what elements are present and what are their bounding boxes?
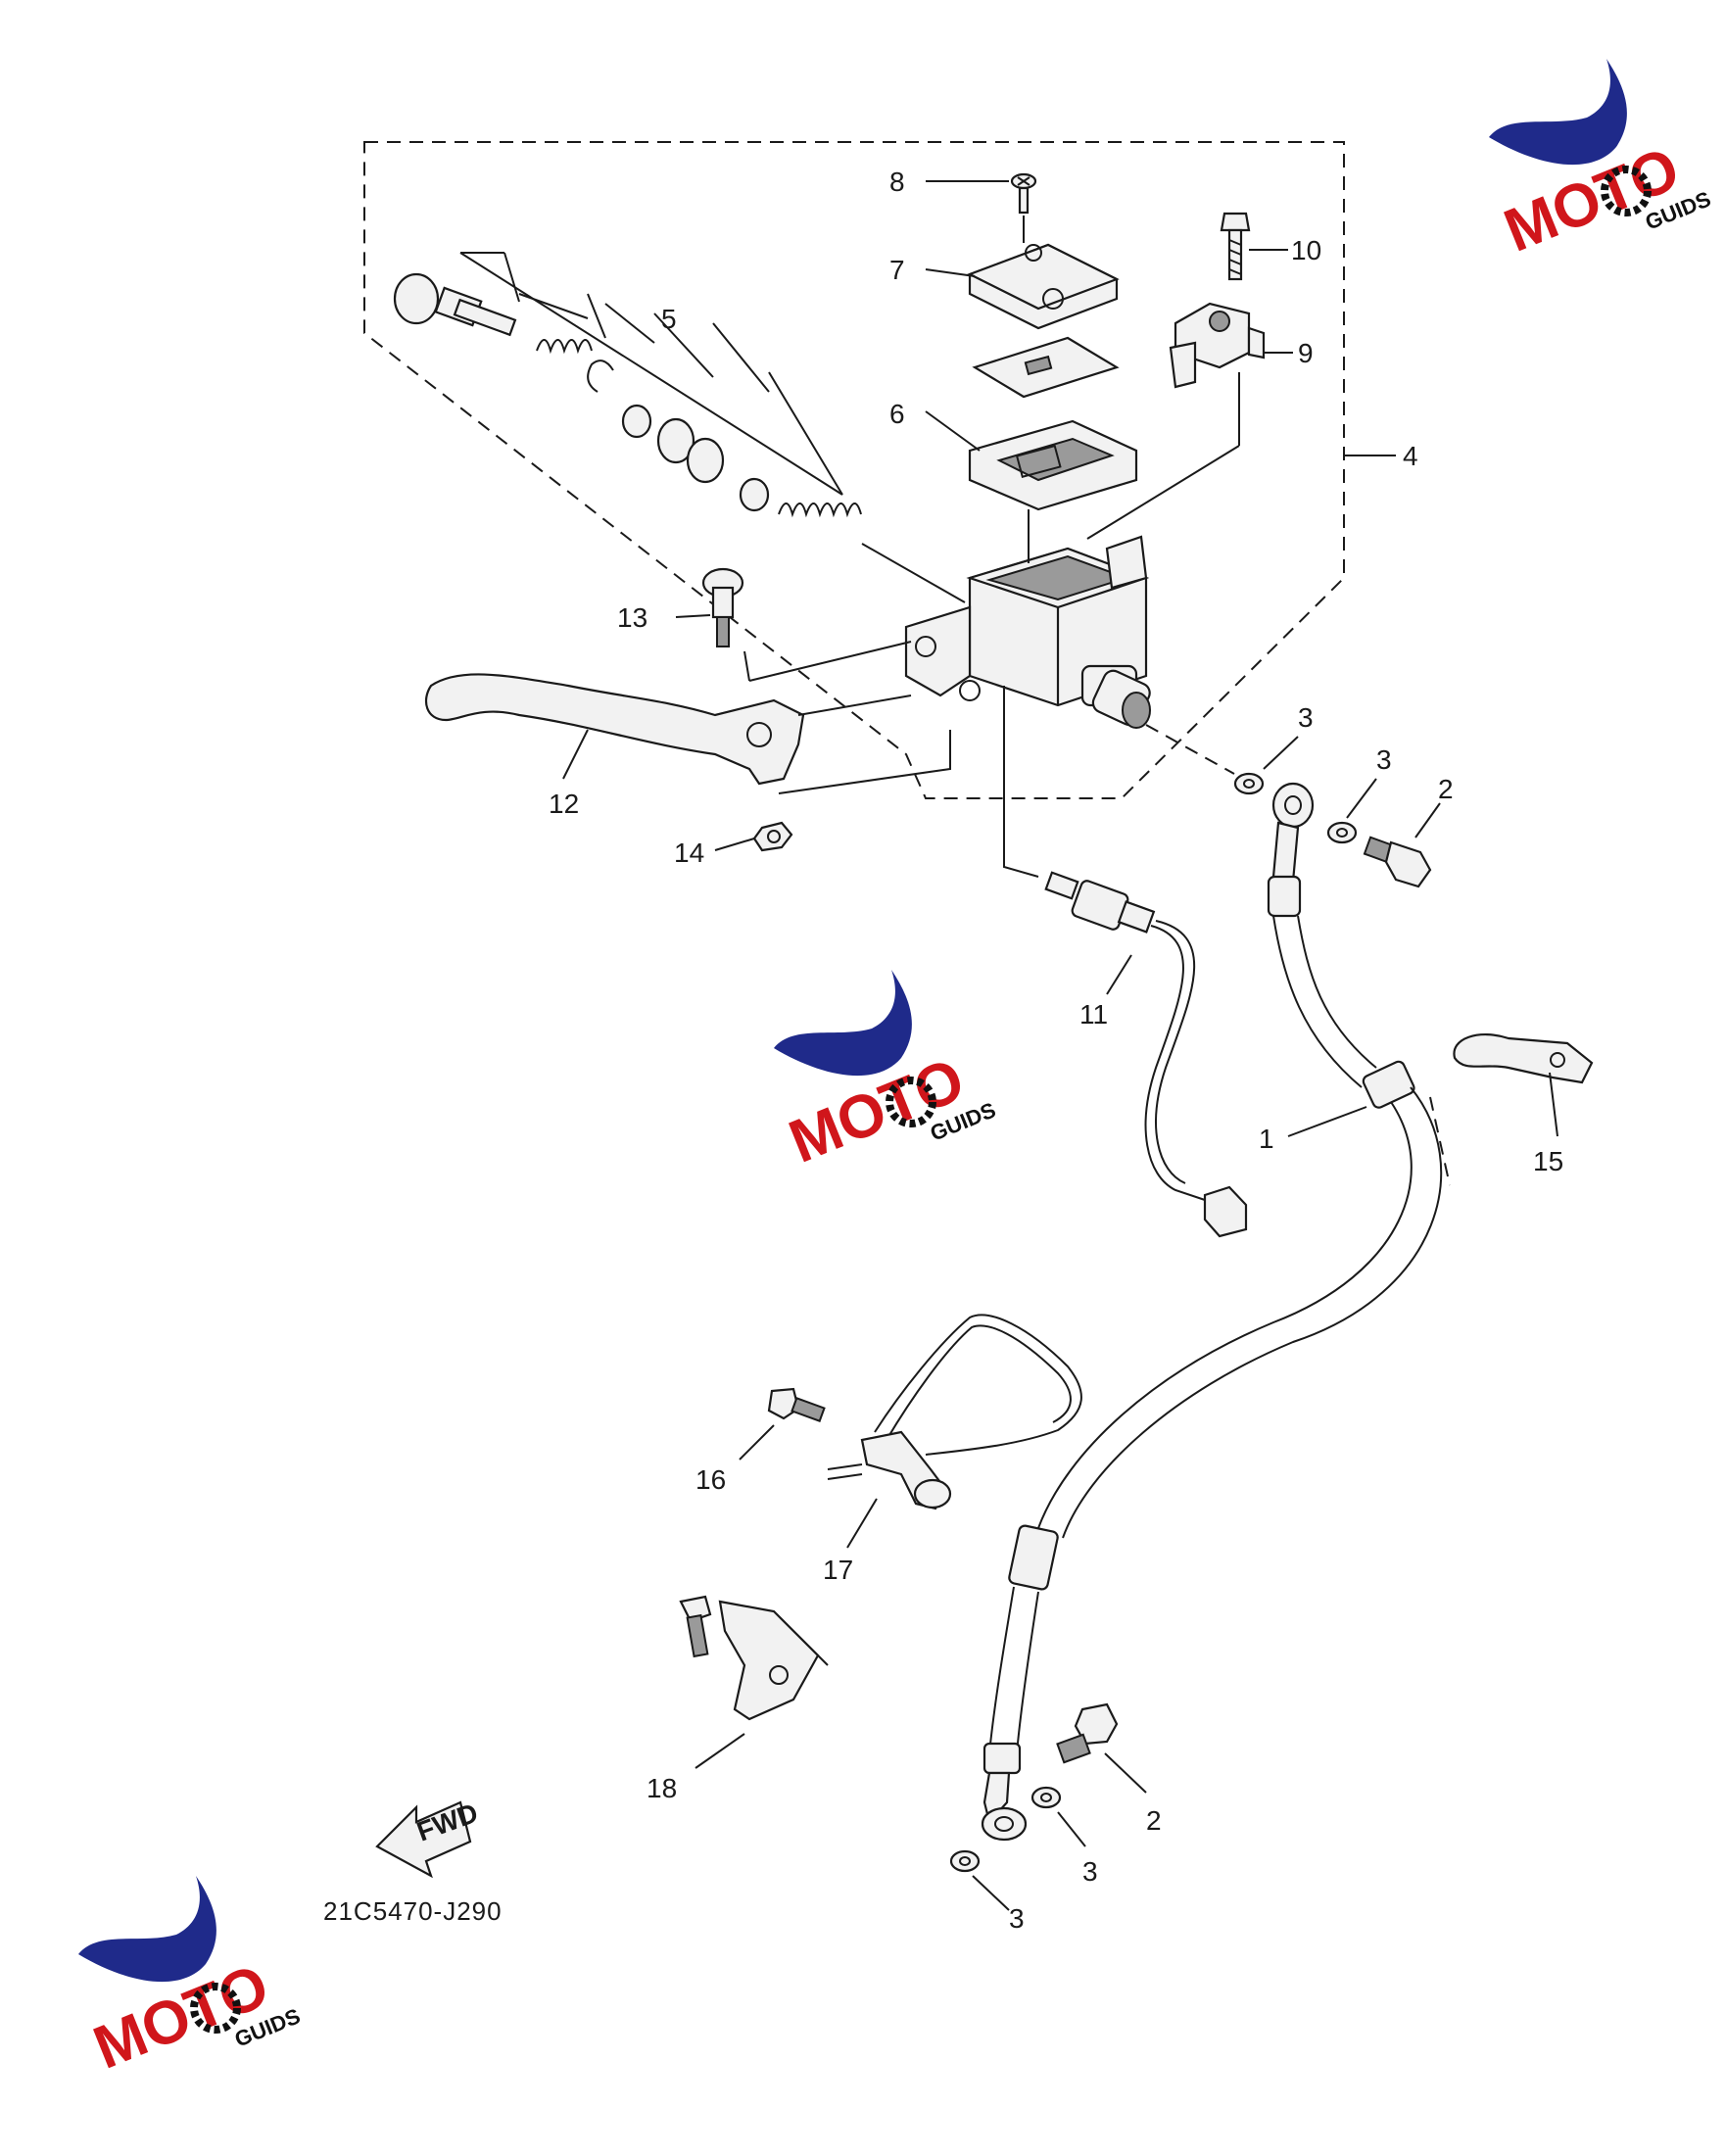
washer-3-a: [1233, 772, 1265, 795]
callout-12: 12: [549, 789, 579, 819]
leader-12: [562, 729, 589, 780]
callout-3b: 3: [1376, 744, 1392, 775]
part-18-bracket: [679, 1595, 829, 1721]
callout-4: 4: [1403, 441, 1418, 471]
part-10-bolt: [1220, 212, 1251, 281]
leader-3c: [1057, 1811, 1086, 1847]
leader-1: [1287, 1106, 1367, 1137]
leader-14: [714, 838, 755, 851]
washer-3-c: [1030, 1786, 1062, 1809]
part-1-brake-hose: [981, 782, 1451, 1842]
fwd-arrow-icon: FWD: [375, 1797, 482, 1879]
part-11-switch: [1003, 686, 1248, 1238]
callout-17: 17: [823, 1555, 853, 1585]
part-13-pivot-bolt: [701, 567, 912, 682]
callout-16: 16: [695, 1464, 726, 1495]
guide-9-body-b: [1086, 445, 1240, 540]
callout-3a: 3: [1298, 702, 1314, 733]
part-9-holder: [1169, 302, 1266, 389]
part-16-bolt: [767, 1387, 826, 1422]
part-7-reservoir-cap: [967, 243, 1120, 330]
callout-10: 10: [1291, 235, 1321, 265]
leader-3d: [972, 1875, 1010, 1911]
part-2-union-bolt-upper: [1363, 836, 1432, 888]
leader-15: [1549, 1072, 1558, 1137]
assembly-boundary: [363, 141, 1345, 799]
diagram-code: 21C5470-J290: [323, 1896, 503, 1926]
callout-15: 15: [1533, 1146, 1563, 1176]
master-cylinder-body: [904, 535, 1151, 729]
washer-3-d: [949, 1849, 981, 1873]
leader-2a: [1414, 802, 1441, 838]
leader-3a: [1263, 736, 1299, 770]
part-14-nut: [752, 730, 951, 852]
callout-18: 18: [647, 1773, 677, 1803]
part-5-piston-kit: [393, 252, 966, 603]
watermark-logo-center: MOTO GUIDS: [774, 970, 999, 1176]
leader-7: [925, 268, 976, 277]
callout-13: 13: [617, 602, 647, 633]
callout-9: 9: [1298, 338, 1314, 368]
callout-7: 7: [889, 255, 905, 285]
callout-1: 1: [1259, 1124, 1274, 1154]
watermark-logo-bottom-left: MOTO GUIDS: [78, 1876, 304, 2083]
part-12-lever: [424, 673, 912, 786]
part-15-clamp: [1453, 1033, 1594, 1084]
part-8-screw: [1010, 172, 1037, 243]
callout-6: 6: [889, 399, 905, 429]
leader-16: [739, 1424, 775, 1461]
washer-3-b: [1326, 821, 1358, 844]
leader-17: [846, 1498, 878, 1549]
callout-3d: 3: [1009, 1903, 1025, 1934]
leader-13: [675, 614, 711, 618]
leader-11: [1106, 954, 1132, 995]
watermark-logo-top-right: MOTO GUIDS: [1489, 59, 1714, 265]
callout-11: 11: [1079, 999, 1108, 1030]
guide-washer-a: [1145, 724, 1235, 775]
part-2-union-bolt-lower: [1056, 1702, 1119, 1764]
leader-6: [925, 410, 981, 452]
callout-8: 8: [889, 167, 905, 197]
part-17-guide: [827, 1314, 1082, 1510]
leader-18: [695, 1733, 745, 1769]
callout-3c: 3: [1082, 1856, 1098, 1887]
leader-3b: [1346, 778, 1377, 819]
callout-2a: 2: [1438, 774, 1454, 804]
callout-2b: 2: [1146, 1805, 1162, 1836]
part-6-diaphragm-holder: [968, 419, 1138, 511]
callout-14: 14: [674, 838, 704, 868]
callout-5: 5: [661, 304, 677, 334]
leader-2b: [1104, 1752, 1147, 1794]
diaphragm-plate: [972, 336, 1120, 399]
